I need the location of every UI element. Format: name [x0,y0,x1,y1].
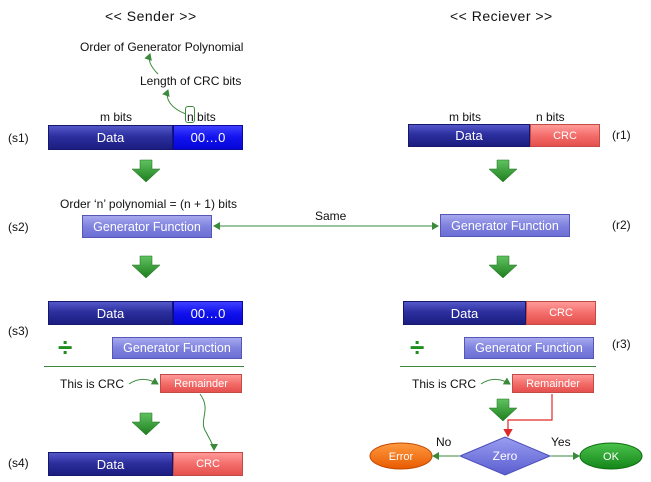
down-arrow-s2-s3 [131,255,161,279]
receiver-remainder-block: Remainder [512,374,594,393]
sender-this-is-crc: This is CRC [60,377,125,391]
s1-zeros-block: 00…0 [173,125,243,150]
ok-text: OK [603,451,620,463]
step-label-s2: (s2) [8,220,29,234]
r1-data-block: Data [408,124,530,147]
bits-word: bits [193,110,216,124]
receiver-division-line [400,366,596,367]
same-label: Same [315,209,347,223]
yes-label: Yes [551,435,571,449]
sender-n-bits-label: n bits [187,110,216,124]
step-label-r2: (r2) [612,218,631,232]
down-arrow-s3-s4 [131,412,161,436]
connector-n-to-length [162,89,187,115]
sender-m-bits-label: m bits [100,110,133,124]
r3-generator-function: Generator Function [464,337,594,359]
remainder-to-crc-connector [199,393,218,451]
receiver-n-bits-label: n bits [536,110,565,124]
down-arrow-r3-zero [488,398,518,422]
step-label-s1: (s1) [8,131,29,145]
sender-divide-symbol: ÷ [58,332,73,362]
receiver-crc-pointer [480,377,511,385]
connector-length-to-order [144,53,159,75]
s4-data-block: Data [48,452,173,476]
s2-generator-function: Generator Function [82,215,212,238]
order-n-poly-label: Order ‘n’ polynomial = (n + 1) bits [60,197,237,211]
remainder-to-zero-connector [503,394,553,438]
receiver-this-is-crc: This is CRC [412,377,477,391]
s3-generator-function: Generator Function [112,337,242,359]
r2-generator-function: Generator Function [440,214,570,237]
sender-header: << Sender >> [105,8,197,24]
step-label-s4: (s4) [8,456,29,470]
s3-data-block: Data [48,301,173,325]
sender-remainder-block: Remainder [160,374,242,393]
error-terminal [369,442,433,470]
step-label-r1: (r1) [612,128,631,142]
order-gen-poly-label: Order of Generator Polynomial [80,40,244,54]
receiver-header: << Reciever >> [450,8,553,24]
down-arrow-s1-s2 [131,159,161,183]
r3-data-block: Data [403,301,526,325]
down-arrow-r2-r3 [488,255,518,279]
zero-decision-diamond [458,436,552,476]
step-label-r3: (r3) [612,337,631,351]
ok-terminal [579,442,643,470]
r3-crc-block: CRC [526,301,596,325]
sender-division-line [44,366,244,367]
length-crc-bits-label: Length of CRC bits [140,74,242,88]
zero-text: Zero [493,449,518,463]
receiver-m-bits-label: m bits [449,110,482,124]
receiver-divide-symbol: ÷ [410,332,425,362]
no-label: No [436,435,452,449]
s1-data-block: Data [48,125,173,150]
s4-crc-block: CRC [173,452,243,476]
error-text: Error [389,451,414,463]
n-highlight-box [185,106,195,123]
n-letter: n [187,110,194,124]
s3-zeros-block: 00…0 [173,301,243,325]
r1-crc-block: CRC [530,124,600,147]
sender-crc-pointer [128,377,159,385]
down-arrow-r1-r2 [488,159,518,183]
step-label-s3: (s3) [8,324,29,338]
